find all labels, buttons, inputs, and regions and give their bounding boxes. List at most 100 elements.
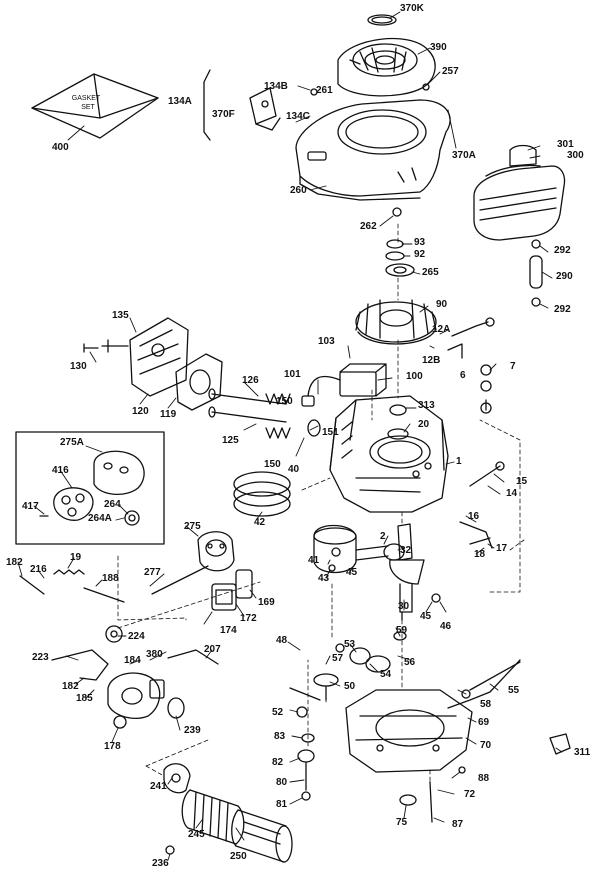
callout-300: 300	[567, 150, 584, 161]
callout-224: 224	[128, 631, 145, 642]
callout-54: 54	[380, 669, 392, 680]
callout-370f: 370F	[212, 109, 235, 120]
callout-92: 92	[414, 249, 426, 260]
callout-69: 69	[478, 717, 490, 728]
callout-30: 30	[398, 601, 410, 612]
air-filter-cartridge	[181, 789, 245, 845]
callout-245: 245	[188, 829, 205, 840]
callout-2: 2	[380, 531, 386, 542]
oil-fill-parts	[387, 404, 409, 440]
callout-87: 87	[452, 819, 464, 830]
callout-311: 311	[574, 747, 591, 758]
callout-43: 43	[318, 573, 330, 584]
connecting-rod	[355, 543, 405, 561]
callout-40: 40	[288, 464, 300, 475]
callout-80: 80	[276, 777, 288, 788]
callout-12b: 12B	[422, 355, 441, 366]
callout-1: 1	[456, 456, 462, 467]
throttle-linkage	[19, 569, 219, 681]
governor-linkage	[459, 461, 505, 549]
callout-125: 125	[222, 435, 239, 446]
callout-370k: 370K	[400, 3, 424, 14]
callout-18: 18	[474, 549, 486, 560]
callout-182b: 182	[62, 681, 79, 692]
dipstick-tube	[458, 661, 571, 774]
choke-bracket	[203, 69, 281, 141]
callout-292a: 292	[554, 245, 571, 256]
callout-262: 262	[360, 221, 377, 232]
callout-17: 17	[496, 543, 508, 554]
callout-182a: 182	[6, 557, 23, 568]
screws-top	[310, 83, 430, 217]
dashed-guides	[117, 223, 525, 783]
callout-119: 119	[160, 409, 177, 420]
callout-57: 57	[332, 653, 344, 664]
air-cleaner-assembly	[473, 144, 566, 241]
crankshaft	[389, 523, 441, 621]
callout-134a: 134A	[168, 96, 192, 107]
callout-45b: 45	[420, 611, 432, 622]
head-gasket	[175, 353, 223, 411]
callout-58: 58	[480, 699, 492, 710]
callout-83: 83	[274, 731, 286, 742]
callout-41: 41	[308, 555, 320, 566]
flywheel	[355, 299, 437, 345]
callout-53: 53	[344, 639, 356, 650]
callout-416: 416	[52, 465, 69, 476]
callout-88: 88	[478, 773, 490, 784]
callout-277: 277	[144, 567, 161, 578]
callout-241: 241	[150, 781, 167, 792]
pre-cleaner	[231, 809, 293, 863]
callout-48: 48	[276, 635, 288, 646]
callout-100: 100	[406, 371, 423, 382]
callout-178: 178	[104, 741, 121, 752]
callout-188: 188	[102, 573, 119, 584]
oil-drain-parts	[297, 749, 433, 823]
valve-springs	[265, 393, 321, 439]
leader-lines	[17, 11, 563, 861]
callout-265: 265	[422, 267, 439, 278]
callout-292b: 292	[554, 304, 571, 315]
callout-135: 135	[112, 310, 129, 321]
breather-tube	[529, 239, 543, 307]
callout-16: 16	[468, 511, 480, 522]
callout-216: 216	[30, 564, 47, 575]
callout-134b: 134B	[264, 81, 288, 92]
muffler-shell	[93, 450, 145, 495]
callout-103: 103	[318, 336, 335, 347]
callout-380: 380	[146, 649, 163, 660]
callout-14: 14	[506, 488, 518, 499]
callout-6: 6	[460, 370, 466, 381]
manual-cover-text-line1: GASKET	[72, 95, 101, 102]
callout-56: 56	[404, 657, 416, 668]
callout-207: 207	[204, 644, 221, 655]
callout-130: 130	[70, 361, 87, 372]
valves	[208, 388, 287, 423]
callout-169: 169	[258, 597, 275, 608]
callout-239: 239	[184, 725, 201, 736]
muffler-guard	[39, 487, 140, 526]
starter-retainer-ring	[367, 14, 397, 26]
callout-290: 290	[556, 271, 573, 282]
callout-275a: 275A	[60, 437, 84, 448]
air-filter-base	[163, 763, 191, 855]
callout-32: 32	[400, 545, 412, 556]
callout-257: 257	[442, 66, 459, 77]
callout-150a: 150	[276, 396, 293, 407]
ground-lead	[447, 317, 495, 414]
piston-rings	[233, 471, 291, 517]
governor-gear	[289, 673, 339, 743]
cylinder-block	[329, 395, 449, 513]
engine-sump	[345, 659, 521, 773]
cam-gear-parts	[335, 631, 407, 673]
callout-150b: 150	[264, 459, 281, 470]
muffler-box	[15, 431, 165, 545]
carburetor	[107, 672, 185, 729]
callout-42: 42	[254, 517, 266, 528]
callout-151: 151	[322, 427, 339, 438]
callout-20: 20	[418, 419, 430, 430]
ignition-coil	[301, 363, 387, 407]
callout-301: 301	[557, 139, 574, 150]
callout-400: 400	[52, 142, 69, 153]
